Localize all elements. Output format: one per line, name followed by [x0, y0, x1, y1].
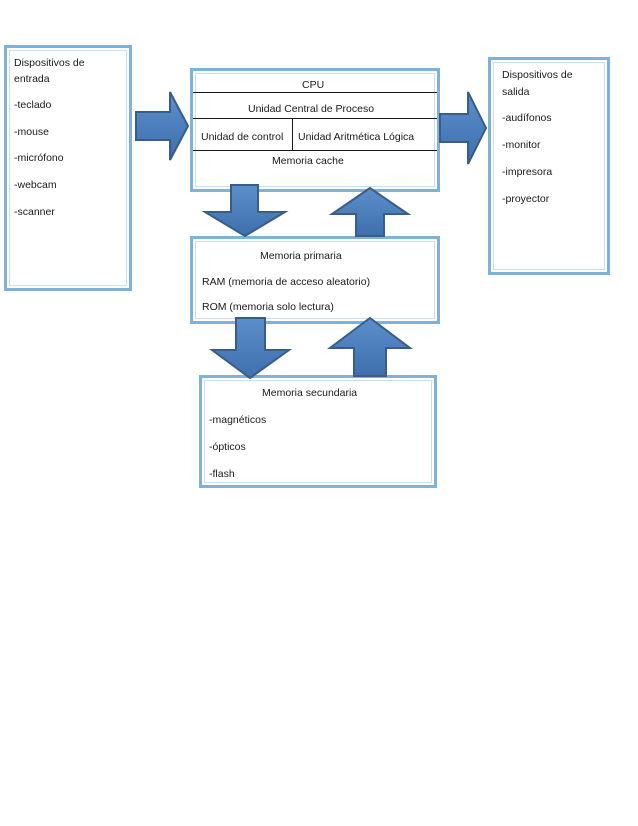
secondary-memory-title: Memoria secundaria: [262, 387, 358, 399]
input-devices-box: Dispositivos de entrada -teclado -mouse …: [4, 45, 132, 291]
cpu-subtitle: Unidad Central de Proceso: [248, 103, 375, 115]
input-device-item: -teclado: [14, 99, 52, 111]
cpu-title: CPU: [302, 79, 325, 91]
input-device-item: -mouse: [14, 126, 50, 138]
output-devices-title-line1: Dispositivos de: [502, 69, 573, 81]
cpu-control-unit: Unidad de control: [201, 131, 284, 143]
cpu-alu: Unidad Aritmética Lógica: [298, 131, 415, 143]
input-devices-title-line2: entrada: [14, 73, 50, 85]
cpu-divider-3: [193, 150, 437, 151]
input-devices-title-line1: Dispositivos de: [14, 57, 85, 69]
primary-memory-box: Memoria primaria RAM (memoria de acceso …: [190, 236, 440, 324]
arrow-down-icon: [208, 317, 293, 380]
primary-memory-title: Memoria primaria: [260, 250, 342, 262]
cpu-box: [190, 68, 440, 192]
secondary-memory-item: -ópticos: [209, 441, 246, 453]
input-device-item: -micrófono: [14, 152, 64, 164]
primary-memory-ram: RAM (memoria de acceso aleatorio): [202, 276, 371, 288]
cpu-divider-1: [193, 92, 437, 93]
output-device-item: -impresora: [502, 166, 553, 178]
output-devices-title-line2: salida: [502, 86, 530, 98]
output-device-item: -audífonos: [502, 112, 552, 124]
output-device-item: -monitor: [502, 139, 541, 151]
output-device-item: -proyector: [502, 193, 550, 205]
secondary-memory-item: -flash: [209, 468, 235, 480]
secondary-memory-item: -magnéticos: [209, 414, 267, 426]
arrow-up-icon: [328, 186, 412, 237]
secondary-memory-box: Memoria secundaria -magnéticos -ópticos …: [199, 375, 437, 488]
arrow-up-icon: [327, 316, 413, 377]
arrow-right-icon: [439, 91, 488, 165]
arrow-right-icon: [135, 91, 190, 161]
cpu-divider-2: [193, 118, 437, 119]
output-devices-box: Dispositivos de salida -audífonos -monit…: [488, 57, 610, 275]
cpu-cache: Memoria cache: [272, 155, 344, 167]
cpu-unit-divider: [292, 118, 293, 150]
primary-memory-rom: ROM (memoria solo lectura): [202, 301, 334, 313]
input-device-item: -scanner: [14, 206, 55, 218]
arrow-down-icon: [201, 184, 289, 238]
input-device-item: -webcam: [14, 179, 57, 191]
